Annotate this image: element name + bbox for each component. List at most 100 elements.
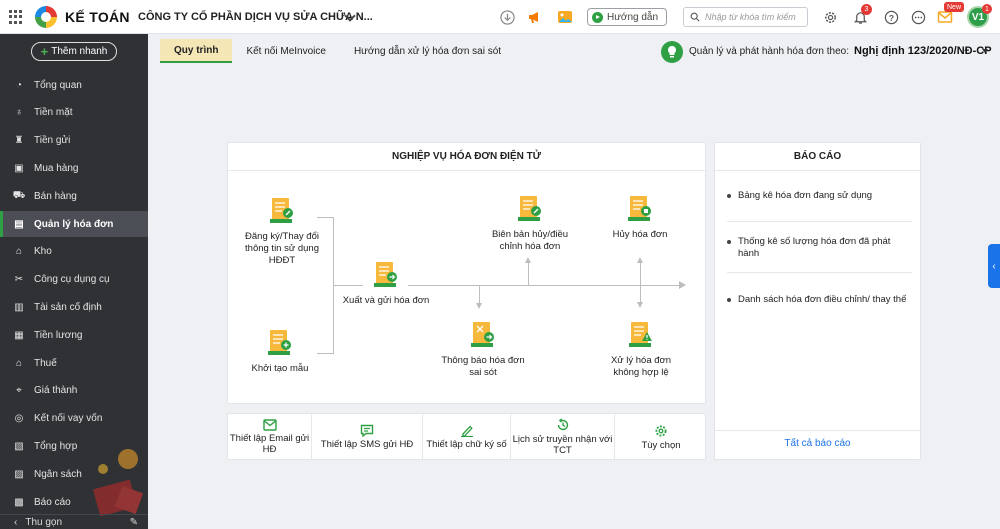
divider <box>715 430 920 431</box>
help-button[interactable]: Hướng dẫn <box>587 8 667 26</box>
flow-register[interactable]: Đăng ký/Thay đổi thông tin sử dụng HĐĐT <box>243 197 321 267</box>
sidebar-item[interactable]: ◔ Tổng quan <box>0 72 148 98</box>
flow-handle-invalid[interactable]: Xử lý hóa đơn không hợp lệ <box>598 321 684 379</box>
new-year-decoration <box>93 449 144 517</box>
gallery-icon[interactable] <box>557 9 573 25</box>
sidebar-item-label: Kho <box>34 246 52 258</box>
shopping-bag-icon: ▣ <box>14 162 24 174</box>
flow-notify-error[interactable]: Thông báo hóa đơn sai sót <box>440 321 526 379</box>
flow-cancel[interactable]: Hủy hóa đơn <box>600 195 680 241</box>
divider <box>727 272 912 273</box>
quick-add-label: Thêm nhanh <box>51 46 108 57</box>
sidebar-item[interactable]: ▧Tổng hợp <box>0 433 148 459</box>
dashboard-icon: ◔ <box>15 79 23 91</box>
company-name[interactable]: CÔNG TY CỔ PHẦN DỊCH VỤ SỬA CHỮA N... <box>138 11 373 23</box>
flow-create-template-label: Khởi tạo mẫu <box>251 363 309 374</box>
app-name: KẾ TOÁN <box>65 9 130 25</box>
budget-icon: ▨ <box>14 468 24 480</box>
report-item[interactable]: Thống kê số lượng hóa đơn đã phát hành <box>727 236 912 260</box>
invoice-send-icon <box>374 261 398 289</box>
flow-cancel-record[interactable]: Biên bản hủy/điều chỉnh hóa đơn <box>486 195 574 253</box>
invoice-edit-icon <box>270 197 294 225</box>
report-item[interactable]: Bảng kê hóa đơn đang sử dụng <box>727 190 912 202</box>
decree-select[interactable]: Nghị định 123/2020/NĐ-CP <box>854 45 992 57</box>
quick-add-button[interactable]: + Thêm nhanh <box>31 42 117 61</box>
tab-error-guide[interactable]: Hướng dẫn xử lý hóa đơn sai sót <box>353 45 502 57</box>
search-box[interactable] <box>683 7 808 27</box>
collapse-button[interactable]: ‹ Thu gọn ✎ <box>0 514 148 529</box>
sidebar-item[interactable]: ⛟Bán hàng <box>0 183 148 209</box>
tool-options[interactable]: Tùy chọn <box>615 414 707 460</box>
gear-icon[interactable] <box>822 9 838 25</box>
invoice-record-icon <box>518 195 542 223</box>
report-item-label: Bảng kê hóa đơn đang sử dụng <box>738 190 873 201</box>
invoice-error-icon <box>471 321 495 349</box>
search-icon <box>690 12 700 22</box>
sidebar-item[interactable]: ♁Tiền mặt <box>0 100 148 126</box>
sidebar-item[interactable]: ◎ Kết nối vay vốn <box>0 406 148 432</box>
more-icon[interactable] <box>910 9 926 25</box>
collapse-label: Thu gọn <box>25 516 63 528</box>
flow-cancel-label: Hủy hóa đơn <box>612 229 668 240</box>
edit-icon[interactable]: ✎ <box>129 516 138 528</box>
app-grid-icon[interactable] <box>9 10 23 24</box>
sidebar-item-label: Bán hàng <box>34 190 77 202</box>
reports-title: BÁO CÁO <box>715 143 920 171</box>
sidebar-item[interactable]: ▩Báo cáo <box>0 489 148 515</box>
sidebar-item-label: Kết nối vay vốn <box>34 413 103 425</box>
sidebar-item[interactable]: ▤Quản lý hóa đơn <box>0 211 148 237</box>
sidebar-item-label: Tổng quan <box>34 79 82 91</box>
app-logo <box>35 6 57 28</box>
tab-process[interactable]: Quy trình <box>160 39 233 63</box>
process-card: NGHIỆP VỤ HÓA ĐƠN ĐIỆN TỬ Đăng ký/Thay đ… <box>227 142 706 404</box>
divider <box>727 221 912 222</box>
sidebar-item[interactable]: ▦Tiền lương <box>0 322 148 348</box>
play-icon <box>592 11 603 23</box>
sidebar-item[interactable]: ⌖Giá thành <box>0 378 148 404</box>
flow-create-template[interactable]: Khởi tạo mẫu <box>240 329 320 375</box>
megaphone-icon[interactable] <box>527 9 543 25</box>
search-input[interactable] <box>705 12 805 22</box>
chevron-left-icon: ‹ <box>14 516 18 528</box>
flow-issue-label: Xuất và gửi hóa đơn <box>342 295 430 306</box>
sidebar-item[interactable]: ⌂ Thuế <box>0 350 148 376</box>
sidebar-item[interactable]: ⌂ Kho <box>0 239 148 265</box>
download-icon[interactable] <box>499 9 515 25</box>
tool-email[interactable]: Thiết lập Email gửi HĐ <box>228 414 312 460</box>
sidebar-item-label: Tổng hợp <box>34 440 78 452</box>
side-panel-toggle[interactable]: ‹ <box>988 244 1000 288</box>
caret-down-icon[interactable] <box>982 49 988 53</box>
all-reports-link[interactable]: Tất cả báo cáo <box>784 438 851 449</box>
report-item[interactable]: Danh sách hóa đơn điều chỉnh/ thay thế <box>727 294 912 306</box>
sidebar-item-label: Giá thành <box>34 385 78 397</box>
tool-history[interactable]: Lịch sử truyền nhận với TCT <box>511 414 615 460</box>
sidebar-item[interactable]: ▥Tài sản cố định <box>0 294 148 320</box>
tax-icon: ⌂ <box>15 357 23 369</box>
loan-icon: ◎ <box>14 413 24 425</box>
flow-register-label: Đăng ký/Thay đổi thông tin sử dụng HĐĐT <box>245 231 319 266</box>
sidebar-item[interactable]: ▨Ngân sách <box>0 461 148 487</box>
sidebar-item-label: Tiền gửi <box>34 135 71 147</box>
notification-badge: 3 <box>861 4 872 15</box>
mail-offer-icon[interactable] <box>937 9 953 25</box>
tools-bar: Thiết lập Email gửi HĐ Thiết lập SMS gửi… <box>227 413 706 460</box>
tool-signature-label: Thiết lập chữ ký số <box>426 439 507 450</box>
warehouse-icon: ⌂ <box>15 246 23 258</box>
tab-meinvoice[interactable]: Kết nối MeInvoice <box>246 45 326 57</box>
top-bar: KẾ TOÁN CÔNG TY CỔ PHẦN DỊCH VỤ SỬA CHỮA… <box>0 0 1000 34</box>
flow-issue[interactable]: Xuất và gửi hóa đơn <box>336 261 436 307</box>
bank-icon: ♜ <box>14 135 24 147</box>
svg-text:?: ? <box>888 12 893 22</box>
avatar-badge: 1 <box>982 4 992 14</box>
chevron-left-icon: ‹ <box>992 260 996 272</box>
tool-signature[interactable]: Thiết lập chữ ký số <box>423 414 511 460</box>
reports-card: BÁO CÁO Bảng kê hóa đơn đang sử dụng Thố… <box>714 142 921 460</box>
flow-cancel-record-label: Biên bản hủy/điều chỉnh hóa đơn <box>491 229 569 252</box>
tool-sms[interactable]: Thiết lập SMS gửi HĐ <box>312 414 423 460</box>
sidebar-item[interactable]: ♜ Tiền gửi <box>0 128 148 154</box>
sidebar-item[interactable]: ▣Mua hàng <box>0 155 148 181</box>
sidebar-item[interactable]: ✂Công cụ dụng cụ <box>0 267 148 293</box>
tool-options-label: Tùy chọn <box>641 439 681 451</box>
question-icon[interactable]: ? <box>883 9 899 25</box>
sidebar-item-label: Thuế <box>34 357 57 369</box>
